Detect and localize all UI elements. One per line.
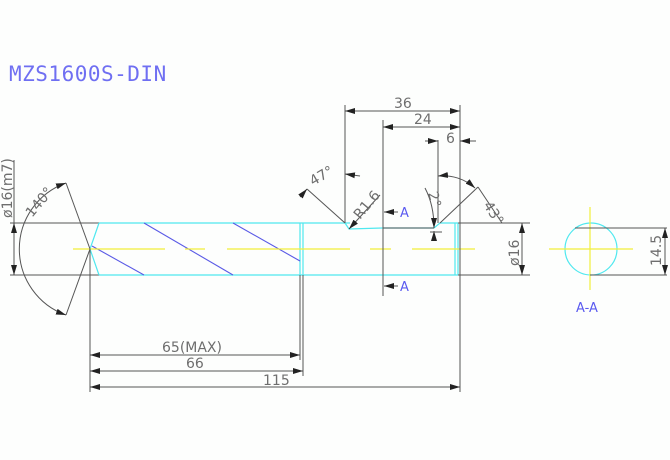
svg-text:65(MAX): 65(MAX) xyxy=(162,340,222,356)
flat-width-label: 14.5 xyxy=(649,235,665,266)
shank-diameter-dimension: ø16(m7) xyxy=(0,158,17,275)
dimension-6: 6 xyxy=(425,131,476,147)
svg-text:66: 66 xyxy=(186,356,204,372)
drill-body xyxy=(10,222,475,276)
angle-2-dimension: 2° xyxy=(424,187,444,241)
section-view-label: A-A xyxy=(576,301,598,316)
svg-text:2°: 2° xyxy=(424,190,444,210)
svg-text:A: A xyxy=(400,206,409,221)
svg-text:36: 36 xyxy=(394,96,412,112)
section-marker-top: A xyxy=(384,206,409,221)
svg-text:A: A xyxy=(400,280,409,295)
svg-text:R1.6: R1.6 xyxy=(351,188,384,223)
drawing-title: MZS1600S-DIN xyxy=(9,62,167,86)
svg-text:ø16: ø16 xyxy=(507,240,523,266)
overall-length-dimension: 115 xyxy=(90,373,460,390)
svg-text:115: 115 xyxy=(263,373,290,389)
dimension-66: 66 xyxy=(90,356,303,374)
head-diameter-dimension: ø16 xyxy=(507,223,525,275)
svg-text:43°: 43° xyxy=(480,199,507,229)
svg-text:6: 6 xyxy=(446,131,455,147)
section-marker-bottom: A xyxy=(384,280,409,295)
shank-diameter-label: ø16(m7) xyxy=(0,158,16,218)
angle-47-dimension: 47° xyxy=(298,163,361,224)
svg-text:24: 24 xyxy=(414,112,432,128)
dimension-36: 36 xyxy=(345,96,460,114)
dimension-24: 24 xyxy=(383,112,460,130)
angle-43-dimension: 43° xyxy=(437,171,507,229)
svg-text:47°: 47° xyxy=(307,163,337,189)
flute-length-dimension: 65(MAX) xyxy=(90,340,300,358)
radius-dimension: R1.6 xyxy=(348,188,384,230)
section-view-a-a: 14.5 A-A xyxy=(549,207,668,316)
